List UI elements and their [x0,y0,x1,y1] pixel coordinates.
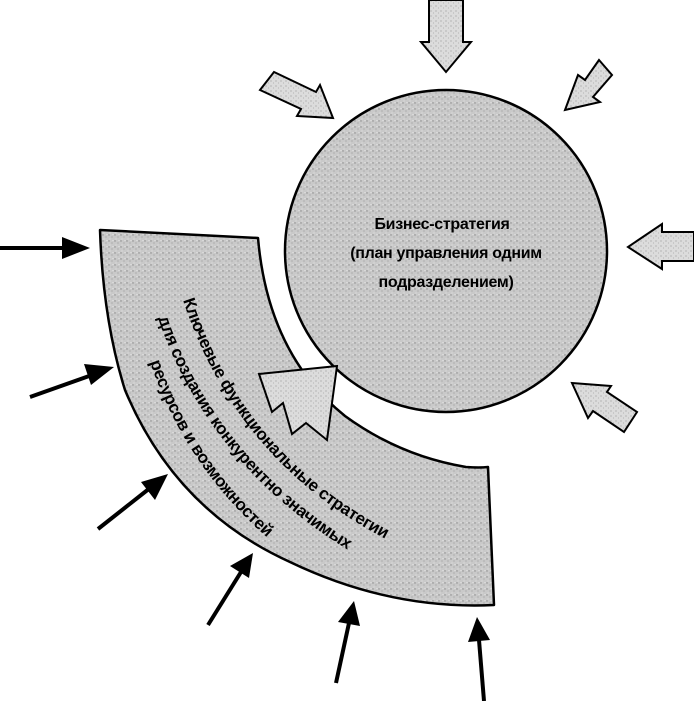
business-strategy-circle [283,88,609,414]
input-arrow-6 [468,617,490,701]
circle-text-line-3: подразделением) [379,274,514,291]
block-arrow-upper-left [258,70,335,120]
input-arrow-1 [0,237,90,259]
input-arrow-3 [96,474,168,531]
block-arrow-top [418,0,474,74]
block-arrows [258,0,694,434]
input-arrows [0,237,490,701]
circle-text-line-1: Бизнес-стратегия [374,216,509,233]
band-to-circle-arrow [257,364,339,442]
circle-text: Бизнес-стратегия (план управления одним … [350,216,542,291]
block-arrow-right [626,222,694,271]
input-arrow-2 [29,364,114,399]
input-arrow-5 [334,601,360,684]
block-arrow-lower-right [570,381,639,434]
block-arrow-upper-right [563,58,614,112]
input-arrow-4 [206,553,253,627]
circle-text-line-2: (план управления одним [350,245,542,262]
